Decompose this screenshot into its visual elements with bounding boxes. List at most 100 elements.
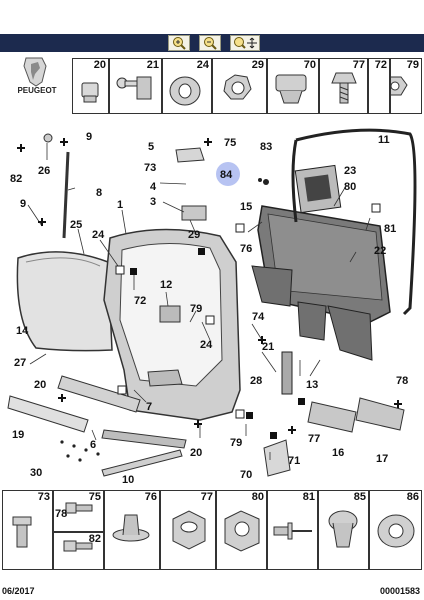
strip-cell-77[interactable]: 77 (319, 58, 368, 114)
callout-78[interactable]: 78 (396, 375, 408, 387)
callout-71[interactable]: 71 (288, 455, 300, 467)
callout-9-lower[interactable]: 9 (20, 198, 26, 210)
callout-76[interactable]: 76 (240, 243, 252, 255)
callout-6[interactable]: 6 (90, 439, 96, 451)
callout-27[interactable]: 27 (14, 357, 26, 369)
callout-30[interactable]: 30 (30, 467, 42, 479)
callout-8[interactable]: 8 (96, 187, 102, 199)
part-number: 79 (406, 59, 419, 71)
strip-cell-78[interactable]: 78 (53, 508, 77, 528)
chrome-trim (57, 375, 141, 413)
callout-5[interactable]: 5 (148, 141, 154, 153)
callout-12[interactable]: 12 (160, 279, 172, 291)
strip-cell-75[interactable]: 75 (53, 490, 104, 532)
strip-cell-76[interactable]: 76 (104, 490, 160, 570)
hinge-17 (355, 397, 405, 431)
strip-cell-70[interactable]: 70 (267, 58, 319, 114)
callout-20-center[interactable]: 20 (190, 447, 202, 459)
part-number: 76 (144, 491, 157, 503)
callout-24-left[interactable]: 24 (92, 229, 105, 241)
lion-logo-icon (23, 57, 47, 87)
callout-10[interactable]: 10 (122, 474, 134, 486)
strip-cell-77b[interactable]: 77 (160, 490, 216, 570)
callout-16[interactable]: 16 (332, 447, 344, 459)
callout-7[interactable]: 7 (146, 401, 152, 413)
callout-83[interactable]: 83 (260, 141, 272, 153)
ribbed-seal (281, 351, 293, 395)
callout-13[interactable]: 13 (306, 379, 318, 391)
hinge-3 (181, 205, 207, 221)
callout-84[interactable]: 84 (220, 169, 233, 181)
strip-cell-73[interactable]: 73 (2, 490, 53, 570)
part-number: 70 (303, 59, 316, 71)
strip-cell-20[interactable]: 20 (72, 58, 109, 114)
part-number: 75 (88, 491, 101, 503)
door-seal (295, 128, 417, 316)
strip-cell-82[interactable]: 82 (53, 532, 104, 570)
callout-14[interactable]: 14 (16, 325, 29, 337)
part-number: 20 (93, 59, 106, 71)
callout-73[interactable]: 73 (144, 162, 156, 174)
part-number: 82 (88, 533, 101, 545)
plug-clip-icon (328, 510, 358, 548)
callout-75[interactable]: 75 (224, 137, 236, 149)
push-clip-icon (112, 514, 150, 542)
callout-77[interactable]: 77 (308, 433, 320, 445)
callout-80[interactable]: 80 (344, 181, 356, 193)
retainer-clip-icon (275, 74, 307, 104)
callout-20-left[interactable]: 20 (34, 379, 46, 391)
strip-cell-24[interactable]: 24 (162, 58, 212, 114)
callout-72[interactable]: 72 (134, 295, 146, 307)
part-number: 81 (302, 491, 315, 503)
strip-cell-72[interactable]: 72 (368, 58, 390, 114)
callout-3[interactable]: 3 (150, 196, 156, 208)
strip-cell-81[interactable]: 81 (267, 490, 318, 570)
callout-29[interactable]: 29 (188, 229, 200, 241)
strip-cell-86[interactable]: 86 (369, 490, 422, 570)
callout-24-right[interactable]: 24 (200, 339, 213, 351)
callout-74[interactable]: 74 (252, 311, 265, 323)
insulation-pad-right (327, 305, 373, 361)
zoom-pan-button[interactable] (230, 35, 260, 51)
strip-cell-80[interactable]: 80 (216, 490, 267, 570)
cage-nut-icon (224, 510, 260, 552)
callout-21[interactable]: 21 (262, 341, 274, 353)
zoom-out-button[interactable] (199, 35, 221, 51)
callout-25[interactable]: 25 (70, 219, 82, 231)
part-number: 72 (374, 59, 387, 71)
nut-icon (223, 74, 252, 100)
zoom-in-button[interactable] (168, 35, 190, 51)
callout-82[interactable]: 82 (10, 173, 22, 185)
callout-81[interactable]: 81 (384, 223, 396, 235)
part-number: 80 (251, 491, 264, 503)
part-number: 77 (352, 59, 365, 71)
callout-1[interactable]: 1 (117, 199, 123, 211)
viewer-toolbar (0, 34, 424, 52)
tailgate-latch (159, 305, 181, 323)
cover-5 (175, 147, 205, 163)
strip-cell-29[interactable]: 29 (212, 58, 267, 114)
part-number: 85 (353, 491, 366, 503)
callout-23[interactable]: 23 (344, 165, 356, 177)
callout-70[interactable]: 70 (240, 469, 252, 481)
strip-cell-21[interactable]: 21 (109, 58, 162, 114)
callout-11[interactable]: 11 (378, 134, 390, 146)
callout-84-highlight (216, 162, 240, 186)
callout-17[interactable]: 17 (376, 453, 388, 465)
grommet-icon (169, 76, 201, 106)
callout-15[interactable]: 15 (240, 201, 252, 213)
brand-name: PEUGEOT (17, 86, 57, 95)
part-number: 21 (146, 59, 159, 71)
callout-79-upper[interactable]: 79 (190, 303, 202, 315)
callout-79-lower[interactable]: 79 (230, 437, 242, 449)
callout-9-upper[interactable]: 9 (86, 131, 92, 143)
zoom-pan-icon (234, 37, 257, 49)
strip-cell-85[interactable]: 85 (318, 490, 369, 570)
callout-22[interactable]: 22 (374, 245, 386, 257)
callout-19[interactable]: 19 (12, 429, 24, 441)
ball-stud-icon (116, 76, 152, 100)
callout-4[interactable]: 4 (150, 181, 157, 193)
callout-28[interactable]: 28 (250, 375, 262, 387)
callout-26[interactable]: 26 (38, 165, 50, 177)
